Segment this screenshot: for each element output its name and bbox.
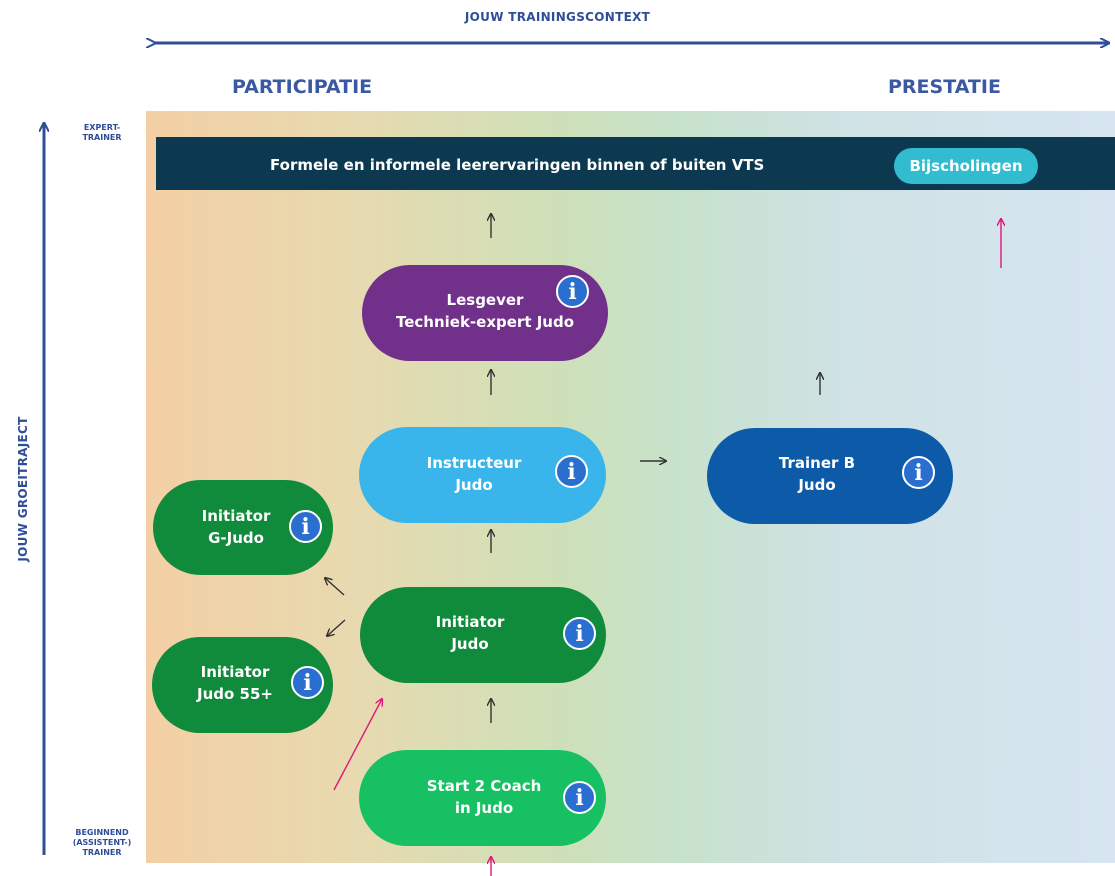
pink-arrow-initiator-entry [333, 699, 382, 791]
info-icon[interactable]: i [902, 456, 935, 489]
node-initiator-g-line-1: Initiator [201, 507, 271, 525]
node-lesgever-line-1: Lesgever [446, 291, 524, 309]
node-initiator-g-line-2: G-Judo [208, 529, 264, 547]
arrow-initiator-to-g-judo [325, 578, 345, 596]
node-start2coach-label: Start 2 Coach in Judo [404, 775, 564, 819]
node-initiator-line-1: Initiator [435, 613, 505, 631]
info-icon[interactable]: i [555, 455, 588, 488]
info-icon[interactable]: i [563, 617, 596, 650]
node-initiator-55-label: Initiator Judo 55+ [180, 661, 290, 705]
node-instructeur-line-2: Judo [455, 476, 493, 494]
banner-text: Formele en informele leerervaringen binn… [270, 156, 765, 174]
bijscholingen-button[interactable]: Bijscholingen [894, 148, 1038, 184]
node-instructeur-judo[interactable]: Instructeur Judo [359, 427, 606, 523]
beginnend-line-1: BEGINNEND [75, 828, 129, 837]
info-icon[interactable]: i [556, 275, 589, 308]
node-initiator-55-line-2: Judo 55+ [197, 685, 273, 703]
arrow-initiator-to-55 [327, 619, 346, 636]
participatie-label: PARTICIPATIE [232, 76, 373, 98]
node-lesgever-line-2: Techniek-expert Judo [395, 313, 575, 331]
node-instructeur-line-1: Instructeur [426, 454, 522, 472]
node-initiator-g-label: Initiator G-Judo [181, 505, 291, 549]
beginnend-line-3: TRAINER [82, 848, 122, 857]
beginnend-line-2: (ASSISTENT-) [72, 838, 132, 847]
node-trainerb-label: Trainer B Judo [762, 452, 872, 496]
info-icon[interactable]: i [291, 666, 324, 699]
node-initiator-55-line-1: Initiator [200, 663, 270, 681]
node-initiator-line-2: Judo [451, 635, 489, 653]
node-lesgever-label: Lesgever Techniek-expert Judo [362, 289, 608, 333]
node-trainer-b-judo[interactable]: Trainer B Judo [707, 428, 953, 524]
node-initiator-g-judo[interactable]: Initiator G-Judo [153, 480, 333, 575]
growth-axis-title: JOUW GROEITRAJECT [16, 416, 30, 562]
expert-trainer-label: EXPERT- TRAINER [62, 123, 142, 143]
expert-trainer-line-1: EXPERT- [83, 123, 121, 132]
node-trainerb-line-1: Trainer B [778, 454, 856, 472]
node-initiator-judo-55[interactable]: Initiator Judo 55+ [152, 637, 333, 733]
prestatie-label: PRESTATIE [888, 76, 1001, 98]
info-icon[interactable]: i [563, 781, 596, 814]
node-trainerb-line-2: Judo [798, 476, 836, 494]
beginnend-trainer-label: BEGINNEND (ASSISTENT-) TRAINER [60, 828, 144, 858]
node-initiator-label: Initiator Judo [415, 611, 525, 655]
node-start2coach-line-1: Start 2 Coach [426, 777, 542, 795]
expert-trainer-line-2: TRAINER [82, 133, 122, 142]
info-icon[interactable]: i [289, 510, 322, 543]
node-instructeur-label: Instructeur Judo [399, 452, 549, 496]
node-start2coach-line-2: in Judo [454, 799, 514, 817]
context-axis-title: JOUW TRAININGSCONTEXT [464, 10, 651, 24]
